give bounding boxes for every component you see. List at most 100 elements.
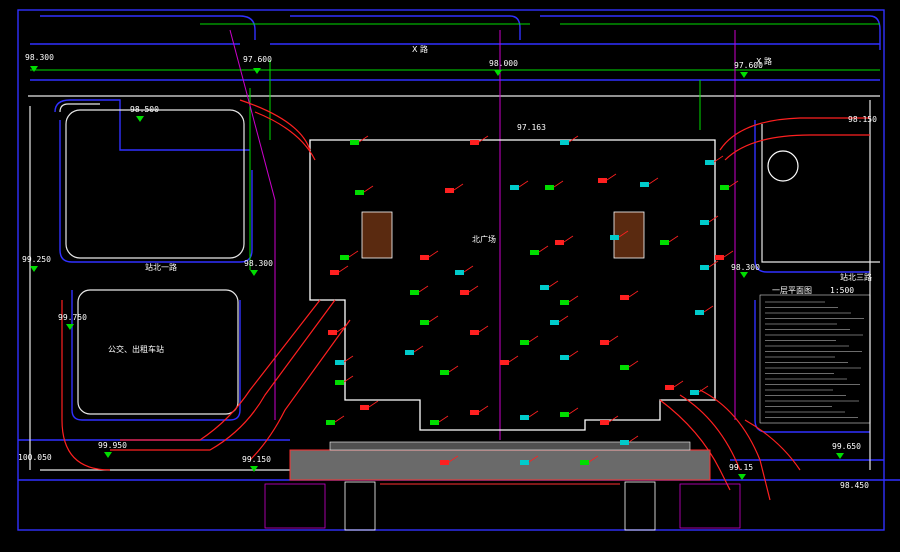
block-left-a — [59, 120, 253, 263]
fixture-marker — [580, 460, 589, 465]
fixture-marker — [600, 340, 609, 345]
fixture-leader — [338, 265, 349, 273]
elev-tri-3 — [494, 70, 502, 76]
road-label-left: 站北一路 — [145, 262, 177, 272]
legend-scale: 1:500 — [830, 286, 854, 295]
fixture-marker — [330, 270, 339, 275]
fixture-marker — [620, 295, 629, 300]
block-left-top — [54, 99, 250, 151]
fixture-leader — [713, 155, 724, 163]
fixture-leader — [448, 455, 459, 463]
fixture-leader — [723, 250, 734, 258]
fixture-marker — [665, 385, 674, 390]
fixture-marker — [620, 365, 629, 370]
fixture-marker — [600, 420, 609, 425]
road-edge-top-right — [540, 15, 881, 50]
plaza-label: 北广场 — [472, 234, 496, 244]
fixture-marker — [700, 220, 709, 225]
fixture-leader — [608, 335, 619, 343]
fixture-marker — [610, 235, 619, 240]
station-canopy — [329, 441, 691, 451]
facility-left — [361, 211, 393, 259]
fixture-marker — [440, 370, 449, 375]
fixture-leader — [628, 290, 639, 298]
fixture-marker — [470, 330, 479, 335]
fixture-leader — [528, 410, 539, 418]
fixture-leader — [508, 355, 519, 363]
elevation-15: 99.650 — [832, 442, 861, 451]
fixture-leader — [673, 380, 684, 388]
fixture-marker — [420, 255, 429, 260]
fixture-marker — [598, 178, 607, 183]
fixture-marker — [455, 270, 464, 275]
fixture-leader — [358, 135, 369, 143]
fixture-leader — [698, 385, 709, 393]
ramp-top-right-2 — [724, 134, 870, 161]
elev-tri-12 — [836, 453, 844, 459]
fixture-leader — [703, 305, 714, 313]
fixture-leader — [336, 325, 347, 333]
fixture-leader — [528, 455, 539, 463]
fixture-leader — [428, 250, 439, 258]
fixture-marker — [355, 190, 364, 195]
elev-tri-11 — [250, 466, 258, 472]
fixture-leader — [538, 245, 549, 253]
ramp-right-2 — [679, 394, 741, 471]
fixture-marker — [510, 185, 519, 190]
fixture-leader — [553, 180, 564, 188]
elev-tri-10 — [104, 452, 112, 458]
fixture-leader — [348, 250, 359, 258]
fixture-leader — [463, 265, 474, 273]
fixture-marker — [430, 420, 439, 425]
fixture-marker — [326, 420, 335, 425]
elev-tri-8 — [740, 272, 748, 278]
elevation-13: 100.050 — [18, 453, 52, 462]
fixture-marker — [560, 355, 569, 360]
red-ramps — [61, 99, 870, 501]
fixture-leader — [628, 360, 639, 368]
fixture-leader — [568, 295, 579, 303]
road-label-top-right: X 路 — [756, 56, 772, 66]
elevation-4: 97.600 — [734, 61, 763, 70]
elevation-1: 98.300 — [25, 53, 54, 62]
fixture-marker — [660, 240, 669, 245]
fixture-leader — [428, 315, 439, 323]
parking-left — [264, 483, 326, 529]
fixture-leader — [648, 177, 659, 185]
elevation-10: 99.750 — [58, 313, 87, 322]
fixture-marker — [690, 390, 699, 395]
elevation-3: 98.000 — [489, 59, 518, 68]
fixture-marker — [705, 160, 714, 165]
fixture-marker — [550, 320, 559, 325]
fixture-marker — [340, 255, 349, 260]
elevation-triangles — [30, 66, 844, 480]
axis-left — [229, 29, 276, 420]
fixture-leader — [368, 400, 379, 408]
fixture-marker — [560, 300, 569, 305]
fixture-marker — [445, 188, 454, 193]
fixture-leader — [528, 335, 539, 343]
elev-tri-1 — [30, 66, 38, 72]
fixture-leader — [518, 180, 529, 188]
fixture-marker — [470, 410, 479, 415]
fixture-leader — [668, 235, 679, 243]
fixture-marker — [328, 330, 337, 335]
fixture-marker — [540, 285, 549, 290]
roundabout — [767, 150, 799, 182]
elev-tri-4 — [740, 72, 748, 78]
axis-lines — [229, 29, 736, 440]
curb-block-a — [65, 109, 245, 259]
plaza-outline — [309, 139, 716, 431]
fixture-marker — [560, 140, 569, 145]
fixture-marker — [360, 405, 369, 410]
fixture-marker — [350, 140, 359, 145]
fixture-marker — [520, 415, 529, 420]
ramp-right-4 — [744, 419, 801, 471]
fixture-marker — [335, 360, 344, 365]
fixture-marker — [715, 255, 724, 260]
station-building — [264, 441, 741, 531]
ramp-right-3 — [699, 389, 771, 501]
fixture-leader — [618, 230, 629, 238]
elevations: 98.300 97.600 98.000 97.600 98.500 97.16… — [18, 53, 877, 490]
ramp-left-4 — [61, 300, 111, 471]
